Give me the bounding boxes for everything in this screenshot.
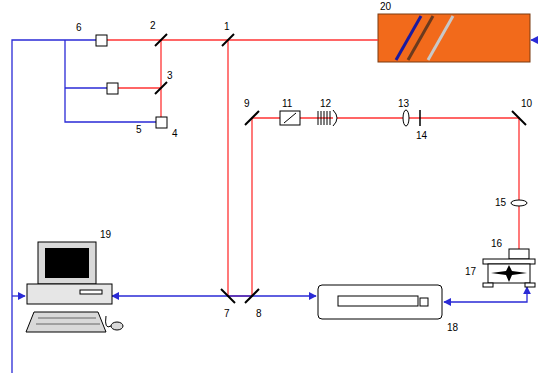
stage-body	[488, 264, 530, 283]
laser-body	[378, 14, 530, 62]
beam-splitter	[155, 34, 167, 46]
callout-number: 1	[224, 21, 230, 32]
callout-number: 7	[224, 308, 230, 319]
callout-number: 4	[172, 128, 178, 139]
lens-element	[333, 110, 337, 126]
laser-stripe	[396, 16, 421, 60]
monitor	[38, 242, 96, 284]
callout-number: 3	[167, 70, 173, 81]
signal-wire	[112, 295, 316, 296]
laser-beam	[228, 40, 519, 296]
stage-foot	[483, 283, 493, 287]
signal-wire	[444, 287, 527, 302]
polarizer	[280, 111, 300, 125]
polarizer-axis	[284, 113, 296, 123]
signal-wire	[65, 87, 107, 88]
laser-beam	[118, 87, 161, 88]
laser-beam	[160, 40, 161, 117]
callout-number: 9	[244, 98, 250, 109]
callout-number: 6	[76, 22, 82, 33]
computer-case	[27, 284, 112, 304]
callout-number: 16	[491, 238, 502, 249]
mirror	[245, 111, 259, 125]
callout-number: 8	[256, 308, 262, 319]
callout-number: 15	[495, 197, 506, 208]
detector-box	[107, 83, 118, 94]
keyboard	[26, 312, 106, 332]
mouse	[111, 322, 123, 330]
laser-stripe	[408, 16, 433, 60]
mirror	[245, 289, 259, 303]
callout-number: 5	[136, 124, 142, 135]
callout-number: 13	[398, 98, 409, 109]
beam-splitter	[222, 34, 234, 46]
callout-number: 10	[521, 98, 532, 109]
controller-slot	[338, 296, 418, 306]
filter-plate	[324, 111, 325, 125]
callout-number: 12	[320, 98, 331, 109]
signal-wire	[12, 295, 25, 296]
callout-number: 20	[380, 1, 391, 12]
callout-number: 19	[100, 229, 111, 240]
callout-number: 14	[416, 130, 427, 141]
sample	[509, 249, 529, 259]
stage-foot	[525, 283, 535, 287]
laser-beam	[107, 39, 378, 40]
aperture	[419, 110, 421, 126]
lens	[403, 110, 409, 126]
filter-plate	[330, 111, 331, 125]
mouse-cable	[106, 316, 111, 327]
mirror	[512, 111, 526, 125]
callout-number: 2	[150, 20, 156, 31]
controller-button	[420, 298, 428, 306]
controller-box	[318, 285, 442, 319]
filter-plate	[321, 111, 322, 125]
detector-box	[96, 35, 107, 46]
keyboard-keys	[36, 318, 100, 324]
mirror	[221, 289, 235, 303]
monitor-screen	[45, 248, 89, 278]
lens	[511, 200, 527, 206]
detector-box	[156, 117, 167, 128]
stage-plate	[483, 259, 535, 264]
signal-wire	[65, 40, 156, 122]
beam-splitter	[155, 82, 167, 94]
signal-wire	[531, 39, 538, 40]
filter-plate	[327, 111, 328, 125]
laser-stripe	[428, 16, 453, 60]
callout-number: 18	[447, 322, 458, 333]
filter-plate	[318, 111, 319, 125]
stage-knob	[491, 265, 527, 282]
callout-number: 11	[282, 98, 292, 109]
callout-number: 17	[465, 266, 476, 277]
disk-drive	[80, 290, 102, 294]
